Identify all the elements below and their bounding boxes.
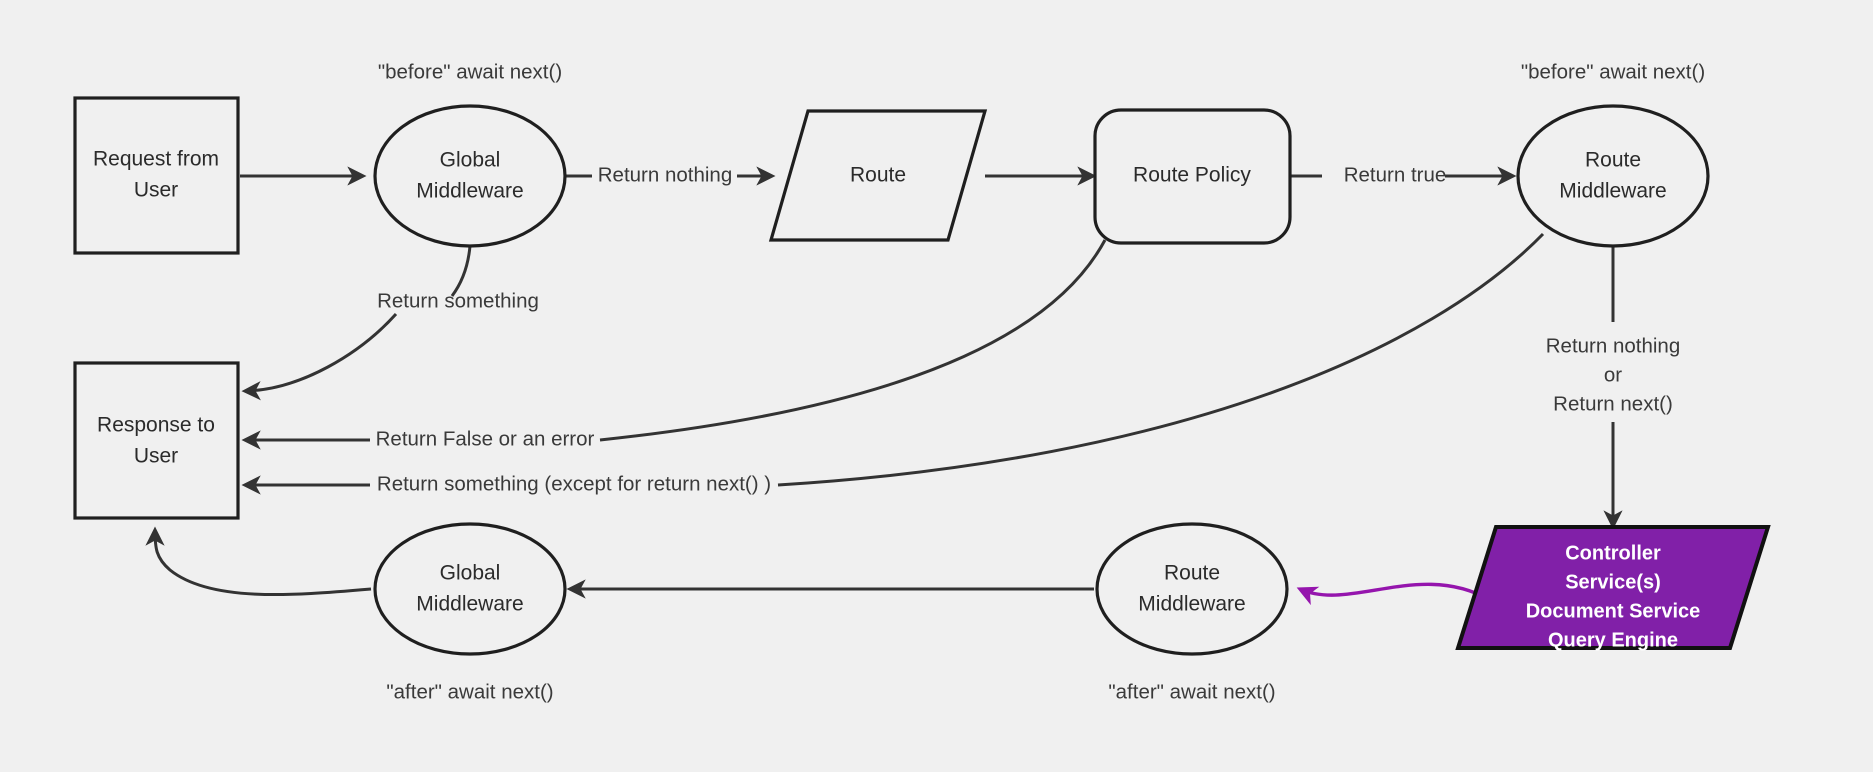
node-request-from-user-line1: Request from — [93, 148, 219, 171]
edge-label-return-nothing-or-next-line3: Return next() — [1553, 392, 1673, 415]
node-controller-line4: Query Engine — [1548, 629, 1678, 651]
node-controller-line1: Controller — [1565, 542, 1661, 564]
node-route-middleware-after-line2: Middleware — [1138, 593, 1245, 616]
node-global-middleware-after[interactable]: Global Middleware — [373, 522, 567, 656]
node-route-label: Route — [850, 164, 906, 187]
edge-policy-return-false-curve — [599, 239, 1107, 442]
edge-rm-return-something-curve — [777, 232, 1545, 487]
node-controller-line3: Document Service — [1526, 600, 1701, 622]
node-route[interactable]: Route — [768, 109, 988, 242]
annotation-before-route-middleware: "before" await next() — [1521, 60, 1705, 83]
node-global-middleware-before-line1: Global — [440, 149, 501, 172]
node-route-middleware-before-line2: Middleware — [1559, 180, 1666, 203]
node-global-middleware-before[interactable]: Global Middleware — [373, 104, 567, 248]
node-controller-services[interactable]: Controller Service(s) Document Service Q… — [1455, 525, 1771, 651]
node-request-from-user-line2: User — [134, 179, 178, 202]
edge-global-return-something-lower — [241, 312, 398, 401]
node-route-middleware-before[interactable]: Route Middleware — [1516, 104, 1710, 248]
edge-controller-to-route-middleware-after — [1296, 582, 1491, 606]
node-route-middleware-after-line1: Route — [1164, 562, 1220, 585]
node-global-middleware-after-line2: Middleware — [416, 593, 523, 616]
edge-label-return-true: Return true — [1344, 163, 1447, 186]
edge-label-return-nothing-or-next-line1: Return nothing — [1546, 334, 1680, 357]
node-route-policy-label: Route Policy — [1133, 164, 1251, 187]
annotation-before-global-middleware: "before" await next() — [378, 60, 562, 83]
node-request-from-user[interactable]: Request from User — [73, 96, 240, 255]
edge-global-return-something-upper — [450, 245, 472, 297]
node-route-middleware-before-line1: Route — [1585, 149, 1641, 172]
edge-label-return-nothing-or-next-line2: or — [1604, 363, 1622, 386]
node-controller-line2: Service(s) — [1565, 571, 1661, 593]
edge-label-return-false-or-error: Return False or an error — [376, 427, 595, 450]
node-response-to-user-line1: Response to — [97, 414, 215, 437]
edge-global-middleware-after-to-response — [145, 526, 372, 597]
annotation-after-global-middleware: "after" await next() — [386, 680, 553, 703]
node-global-middleware-before-line2: Middleware — [416, 180, 523, 203]
annotation-after-route-middleware: "after" await next() — [1108, 680, 1275, 703]
edge-label-return-something: Return something — [377, 289, 539, 312]
node-global-middleware-after-line1: Global — [440, 562, 501, 585]
node-route-policy[interactable]: Route Policy — [1093, 108, 1292, 245]
edge-label-return-nothing: Return nothing — [598, 163, 732, 186]
node-route-middleware-after[interactable]: Route Middleware — [1095, 522, 1289, 656]
node-response-to-user-line2: User — [134, 445, 178, 468]
edge-label-return-something-except-next: Return something (except for return next… — [377, 472, 771, 495]
node-response-to-user[interactable]: Response to User — [73, 361, 240, 520]
